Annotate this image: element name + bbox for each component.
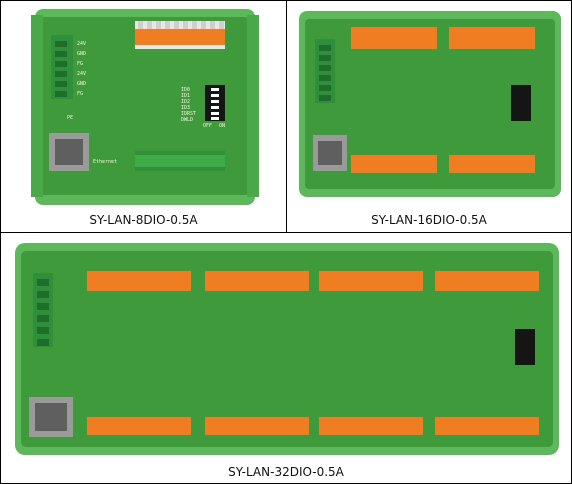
caption-8dio: SY-LAN-8DIO-0.5A <box>89 213 198 227</box>
dip-label-5: DWLD <box>181 117 193 123</box>
dip-label-3: ID3 <box>181 105 190 111</box>
cell-32dio: SY-LAN-32DIO-0.5A <box>0 232 572 484</box>
power-label-1: GND <box>77 51 86 57</box>
cell-8dio: 24V GND FG 24V GND FG ID0 ID1 ID2 ID3 ID… <box>0 0 287 233</box>
board-photo-32dio <box>7 237 567 461</box>
power-label-3: 24V <box>77 71 86 77</box>
dip-label-4: IDRST <box>181 111 196 117</box>
dip-label-0: ID0 <box>181 87 190 93</box>
caption-32dio: SY-LAN-32DIO-0.5A <box>228 465 344 479</box>
power-label-2: FG <box>77 61 83 67</box>
power-label-0: 24V <box>77 41 86 47</box>
board-photo-8dio: 24V GND FG 24V GND FG ID0 ID1 ID2 ID3 ID… <box>5 5 283 209</box>
pe-label: PE <box>67 115 73 121</box>
power-label-5: FG <box>77 91 83 97</box>
terminal-block-top <box>135 21 225 49</box>
board-photo-16dio <box>291 5 569 209</box>
cell-16dio: SY-LAN-16DIO-0.5A <box>286 0 572 233</box>
dip-label-1: ID1 <box>181 93 190 99</box>
dip-label-2: ID2 <box>181 99 190 105</box>
on-label: ON <box>219 123 225 129</box>
caption-16dio: SY-LAN-16DIO-0.5A <box>371 213 487 227</box>
ethernet-label: Ethernet <box>93 159 117 165</box>
terminal-block-bottom <box>135 151 225 171</box>
power-label-4: GND <box>77 81 86 87</box>
off-label: OFF <box>203 123 212 129</box>
